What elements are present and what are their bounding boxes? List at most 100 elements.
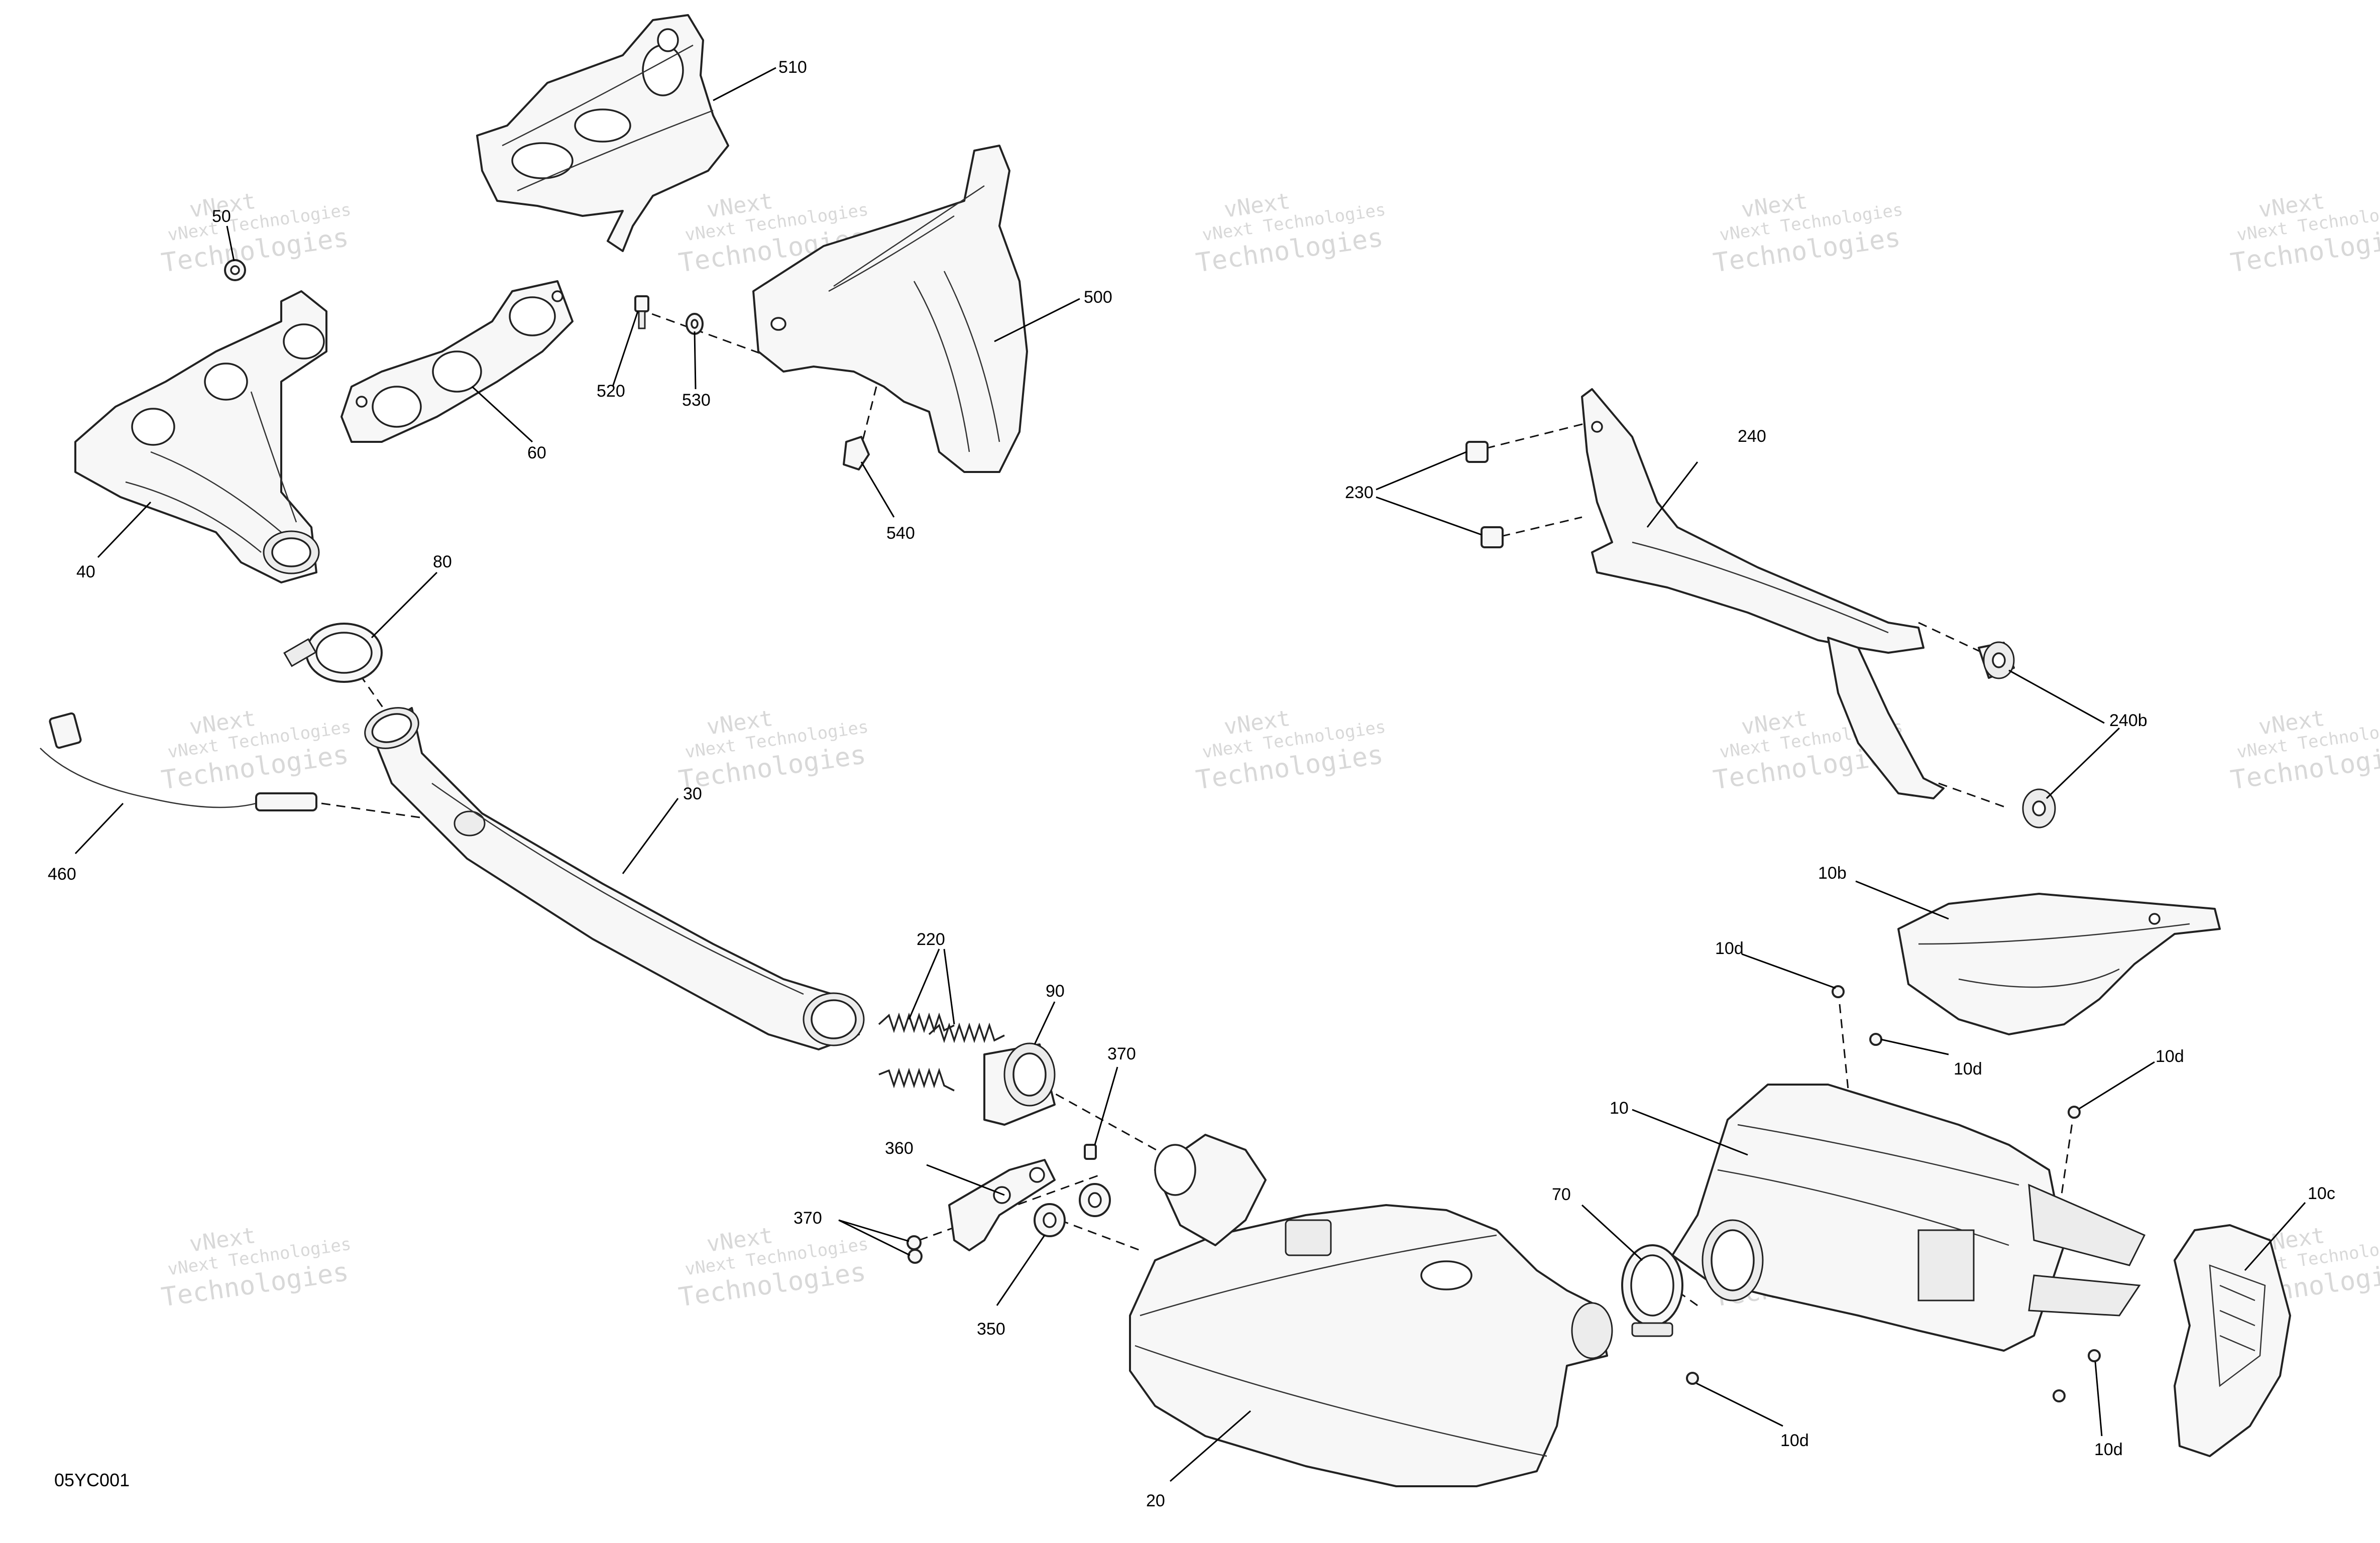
bushing-240b-b-hole (2032, 800, 2046, 816)
leader-220-b (943, 948, 955, 1025)
callout-510: 510 (778, 58, 807, 77)
heat-shield-500 (752, 145, 1028, 473)
cover-10b-hole (2148, 913, 2161, 925)
manifold-40-runner (150, 451, 282, 533)
assembly-line-10d-top (1837, 989, 1849, 1090)
shield-500-rod (833, 185, 985, 287)
shield-500-detail (943, 271, 1000, 442)
muffler-20-outlet (1571, 1302, 1613, 1359)
watermark-tile: vNext vNext Technologies Technologies (677, 705, 870, 796)
shield-10-panel (1917, 1229, 1975, 1301)
callout-10: 10 (1610, 1099, 1629, 1118)
shield-510-detail (517, 109, 714, 192)
screw-10d (1832, 985, 1845, 998)
exhaust-pipe-30 (364, 707, 865, 1050)
manifold-40-outlet-bore (271, 537, 311, 567)
leader-10 (1632, 1109, 1748, 1156)
spring-220-a (878, 1012, 955, 1033)
callout-30: 30 (683, 784, 702, 803)
leader-520 (612, 311, 639, 387)
shield-10-opening-bore (1711, 1229, 1755, 1291)
leader-530 (694, 331, 697, 390)
spring-220-b (928, 1022, 1005, 1043)
leader-240b-b (2046, 727, 2120, 799)
shield-510-hole (642, 44, 684, 96)
manifold-40-port (131, 408, 175, 446)
shield-500-detail (913, 281, 970, 452)
screw-10d (2088, 1349, 2101, 1362)
callout-220: 220 (917, 930, 945, 949)
bolt-230-a (1465, 441, 1489, 463)
leader-540 (860, 461, 895, 518)
clamp-70-bolt (1631, 1322, 1673, 1337)
assembly-line-350 (1059, 1219, 1141, 1251)
leader-10d-a (1741, 953, 1836, 989)
leader-500 (994, 298, 1080, 342)
assembly-line-520-500 (637, 308, 776, 360)
cover-10b-detail (1918, 923, 2190, 945)
cap-10c-vent-slat (2219, 1335, 2255, 1352)
support-bracket-240 (1581, 388, 1945, 799)
screw-10d (1869, 1033, 1882, 1046)
leader-460 (74, 802, 124, 855)
callout-530: 530 (682, 391, 711, 410)
leader-lines (74, 67, 2306, 1482)
callout-10d-a: 10d (1715, 939, 1744, 958)
clamp-80-bore (315, 632, 373, 674)
leader-60 (471, 386, 533, 443)
nut-50-hole (230, 265, 240, 275)
bracket-360-hole (1029, 1167, 1045, 1183)
watermark-tile: vNext vNext Technologies Technologies (1712, 188, 1904, 279)
assembly-line-90-20 (1029, 1079, 1166, 1156)
grommet-350-b-hole (1088, 1192, 1102, 1208)
leader-50 (226, 225, 235, 262)
screw-10d (1686, 1372, 1699, 1385)
muffler-20 (1129, 1134, 1613, 1487)
callout-10d-b: 10d (1954, 1059, 1982, 1079)
screw-10d (2053, 1389, 2066, 1402)
leader-360 (926, 1164, 1005, 1196)
leader-20 (1170, 1410, 1251, 1482)
clip-540 (843, 436, 870, 470)
nut-370-a (906, 1235, 922, 1250)
screw-10d (2068, 1106, 2081, 1119)
leader-80 (371, 571, 438, 639)
callout-540: 540 (886, 524, 915, 543)
shield-500-body (752, 145, 1028, 473)
shield-500-hole (770, 317, 786, 331)
callout-90: 90 (1046, 982, 1065, 1001)
leader-230-a (1376, 451, 1467, 491)
washer-530 (686, 313, 704, 335)
springs-220 (878, 1012, 1005, 1092)
shield-10-louver (2028, 1274, 2141, 1317)
callout-80: 80 (433, 552, 452, 571)
shield-10-detail (1737, 1124, 2019, 1186)
callout-50: 50 (212, 207, 231, 226)
bolts-230 (1465, 441, 1504, 548)
bracket-360-body (948, 1159, 1056, 1251)
fastener-520 (634, 295, 649, 329)
watermark-tile: vNext vNext Technologies Technologies (160, 188, 353, 279)
watermark-tile: vNext vNext Technologies Technologies (160, 1223, 353, 1313)
callout-230: 230 (1345, 483, 1374, 502)
spring-220-c (878, 1067, 955, 1092)
gasket-60-port (432, 350, 482, 393)
bracket-360-hole (993, 1186, 1011, 1204)
leader-370-b (838, 1219, 911, 1256)
assembly-line-540 (859, 386, 877, 452)
assembly-line-460-30 (321, 802, 463, 824)
sensor-460-connector (49, 712, 82, 749)
muffler-20-seam (1135, 1345, 1547, 1457)
gasket-60-bolt-hole (356, 396, 368, 408)
bracket-360 (948, 1159, 1056, 1251)
cap-10c-vent (2209, 1264, 2266, 1387)
cover-10b (1897, 893, 2221, 1035)
leader-10d-d (1696, 1382, 1783, 1427)
pipe-30-sensor-boss (454, 810, 486, 837)
nut-370-b (908, 1249, 923, 1264)
callout-70: 70 (1552, 1185, 1571, 1204)
bracket-240-body (1581, 388, 1924, 654)
leader-370-upper (1094, 1066, 1118, 1145)
bolt-230-b (1481, 526, 1504, 548)
leader-10b (1855, 880, 1949, 920)
